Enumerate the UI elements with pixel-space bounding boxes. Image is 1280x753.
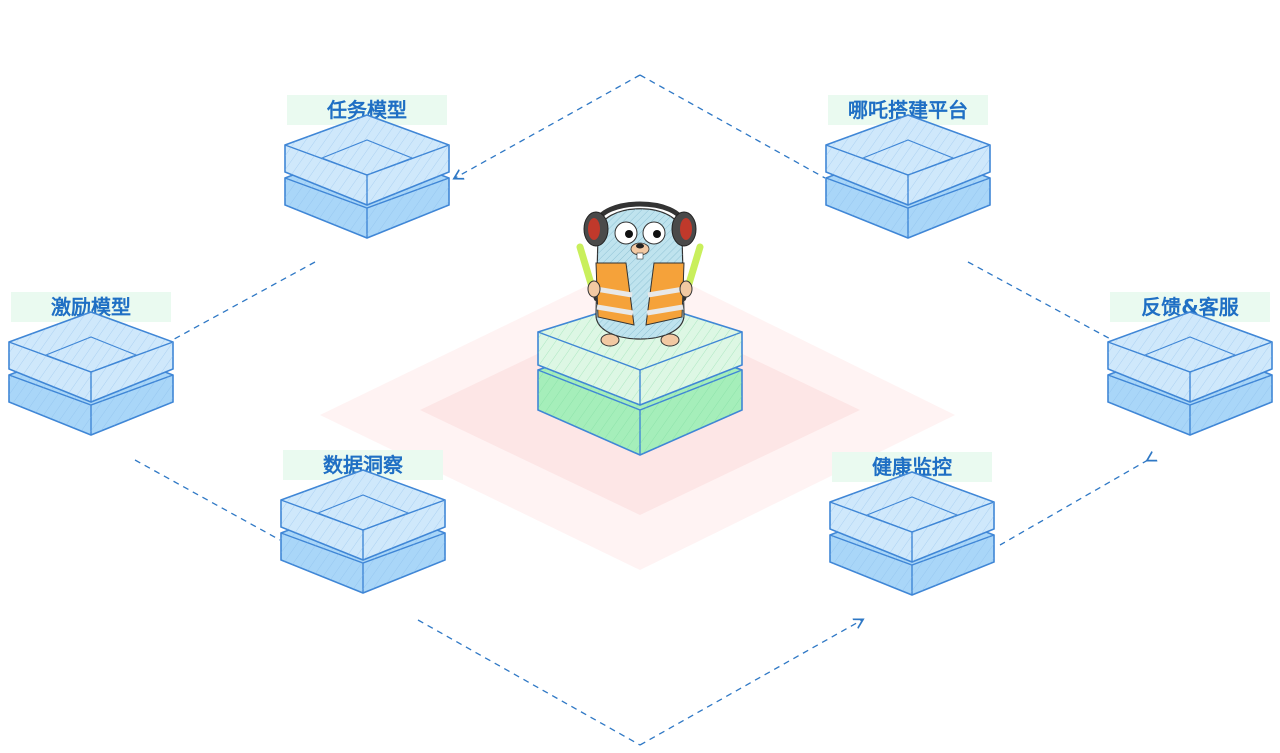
node-incent: 激励模型 [8,292,174,436]
node-data: 数据洞察 [280,450,446,594]
node-task: 任务模型 [284,95,450,239]
connector-top-to-task [455,74,641,178]
gopher-mascot-icon [576,201,704,347]
node-health: 健康监控 [829,452,995,596]
connector-data-to-bottom [417,619,641,746]
node-feedback: 反馈&客服 [1107,292,1273,436]
node-platform: 哪吒搭建平台 [825,95,991,239]
connector-incent-to-data [134,459,281,541]
connector-bottom-to-health [639,620,862,746]
connectors [134,74,1148,746]
connector-feedback-to-health [999,460,1148,546]
connector-top-to-platform [639,74,826,179]
